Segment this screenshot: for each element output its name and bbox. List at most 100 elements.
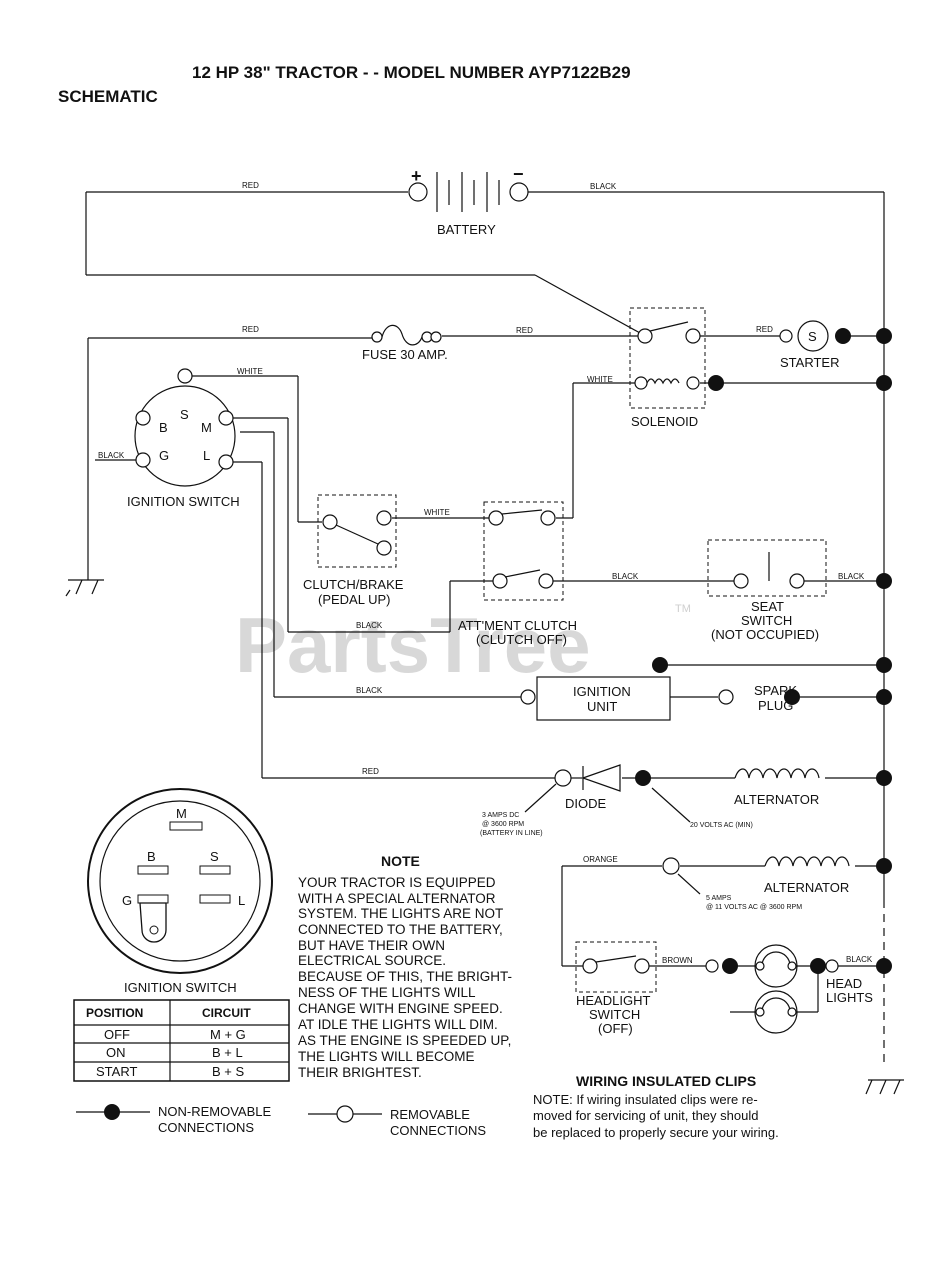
note-line: ELECTRICAL SOURCE. — [298, 953, 446, 968]
starter: S STARTER — [779, 320, 839, 370]
watermark-tm: TM — [675, 603, 691, 615]
wire-label-black-att: BLACK — [612, 572, 639, 581]
wire-label-brown: BROWN — [662, 956, 693, 965]
table-header-position: POSITION — [86, 1006, 143, 1020]
battery-minus: − — [513, 164, 524, 184]
detail-terminal-l: L — [238, 893, 245, 908]
ign-terminal-b: B — [159, 420, 168, 435]
starter-s: S — [808, 329, 817, 344]
wire-label-black-clutch: BLACK — [356, 621, 383, 630]
ground-symbol-left — [65, 579, 104, 597]
clips-title: WIRING INSULATED CLIPS — [576, 1073, 756, 1089]
position-table: POSITION CIRCUIT OFF M + G ON B + L STAR… — [73, 999, 290, 1082]
alternator-1: ALTERNATOR — [734, 768, 820, 807]
detail-title: IGNITION SWITCH — [124, 980, 237, 995]
battery: + − BATTERY — [408, 164, 529, 237]
headlight-switch-label-1: HEADLIGHT — [576, 993, 650, 1008]
note-line: NESS OF THE LIGHTS WILL — [298, 985, 476, 1000]
clutch-brake-switch: CLUTCH/BRAKE (PEDAL UP) — [303, 494, 404, 607]
head-lights-label-1: HEAD — [826, 976, 862, 991]
note-line: AT IDLE THE LIGHTS WILL DIM. — [298, 1017, 498, 1032]
annotation-amps-ac-2: @ 11 VOLTS AC @ 3600 RPM — [706, 904, 802, 911]
detail-terminal-m: M — [176, 806, 187, 821]
seat-switch-label-1: SEAT — [751, 599, 784, 614]
clips-line: be replaced to properly secure your wiri… — [533, 1125, 779, 1140]
wire-label-black-ign: BLACK — [98, 451, 125, 460]
diode: DIODE — [554, 764, 651, 811]
seat-switch-label-2: SWITCH — [741, 613, 792, 628]
attment-clutch-label-1: ATT'MENT CLUTCH — [458, 618, 577, 633]
spark-plug-label-2: PLUG — [758, 698, 793, 713]
wire-label-white-solenoid: WHITE — [587, 375, 613, 384]
table-header-circuit: CIRCUIT — [202, 1006, 251, 1020]
ignition-unit: IGNITION UNIT — [520, 657, 671, 721]
fuse-label: FUSE 30 AMP. — [362, 347, 448, 362]
headlight-switch-label-3: (OFF) — [598, 1021, 633, 1036]
wire-label-red-battery: RED — [242, 181, 259, 190]
table-cell: ON — [106, 1045, 126, 1060]
attment-clutch-label-2: (CLUTCH OFF) — [476, 632, 567, 647]
note-line: THE LIGHTS WILL BECOME — [298, 1049, 475, 1064]
note-line: CONNECTED TO THE BATTERY, — [298, 922, 503, 937]
fuse: FUSE 30 AMP. — [362, 324, 448, 362]
ignition-switch-detail: M B S G L IGNITION SWITCH — [87, 788, 273, 995]
table-cell: M + G — [210, 1027, 246, 1042]
page-title: 12 HP 38" TRACTOR - - MODEL NUMBER AYP71… — [192, 63, 631, 82]
legend-non-removable-1: NON-REMOVABLE — [158, 1104, 271, 1119]
attment-clutch-switch: ATT'MENT CLUTCH (CLUTCH OFF) — [458, 501, 577, 647]
wires — [85, 191, 885, 1066]
table-cell: B + S — [212, 1064, 244, 1079]
ignition-switch-label: IGNITION SWITCH — [127, 494, 240, 509]
solenoid: SOLENOID — [629, 307, 706, 429]
annotation-amps-dc-2: @ 3600 RPM — [482, 821, 524, 828]
annotation-volts-ac: 20 VOLTS AC (MIN) — [690, 822, 753, 829]
wire-label-black-lights: BLACK — [846, 955, 873, 964]
starter-label: STARTER — [780, 355, 839, 370]
note-line: CHANGE WITH ENGINE SPEED. — [298, 1001, 503, 1016]
wire-label-orange: ORANGE — [583, 855, 618, 864]
note-line: THEIR BRIGHTEST. — [298, 1065, 422, 1080]
head-lights-label-2: LIGHTS — [826, 990, 873, 1005]
note-line: AS THE ENGINE IS SPEEDED UP, — [298, 1033, 511, 1048]
ignition-switch: S B M G L IGNITION SWITCH — [127, 368, 240, 509]
annotation-amps-dc-1: 3 AMPS DC — [482, 812, 519, 819]
clutch-brake-label-2: (PEDAL UP) — [318, 592, 390, 607]
alternator-2-label: ALTERNATOR — [764, 880, 849, 895]
legend: NON-REMOVABLE CONNECTIONS REMOVABLE CONN… — [76, 1104, 486, 1138]
spark-plug: SPARK PLUG — [718, 683, 800, 713]
wire-label-red-diode: RED — [362, 767, 379, 776]
wire-label-white-mid: WHITE — [424, 508, 450, 517]
note-line: BUT HAVE THEIR OWN — [298, 938, 445, 953]
seat-switch-label-3: (NOT OCCUPIED) — [711, 627, 819, 642]
annotation-amps-dc-3: (BATTERY IN LINE) — [480, 830, 543, 837]
wire-label-red-fuse-left: RED — [242, 325, 259, 334]
ign-terminal-m: M — [201, 420, 212, 435]
note-block: NOTE YOUR TRACTOR IS EQUIPPED WITH A SPE… — [298, 853, 512, 1080]
detail-terminal-b: B — [147, 849, 156, 864]
clutch-brake-label-1: CLUTCH/BRAKE — [303, 577, 404, 592]
wire-label-white-top: WHITE — [237, 367, 263, 376]
note-line: SYSTEM. THE LIGHTS ARE NOT — [298, 906, 503, 921]
annotation-amps-ac-1: 5 AMPS — [706, 895, 732, 902]
legend-non-removable-2: CONNECTIONS — [158, 1120, 254, 1135]
page-subtitle: SCHEMATIC — [58, 87, 158, 106]
table-cell: OFF — [104, 1027, 130, 1042]
note-title: NOTE — [381, 853, 420, 869]
solenoid-label: SOLENOID — [631, 414, 698, 429]
seat-switch: SEAT SWITCH (NOT OCCUPIED) — [707, 539, 827, 642]
wire-label-black-battery: BLACK — [590, 182, 617, 191]
headlight-switch-label-2: SWITCH — [589, 1007, 640, 1022]
wire-label-black-seat: BLACK — [838, 572, 865, 581]
detail-terminal-s: S — [210, 849, 219, 864]
spark-plug-label-1: SPARK — [754, 683, 797, 698]
ign-terminal-g: G — [159, 448, 169, 463]
wire-label-red-fuse-right: RED — [516, 326, 533, 335]
ign-terminal-l: L — [203, 448, 210, 463]
ground-symbol-right — [865, 1079, 904, 1095]
legend-removable-1: REMOVABLE — [390, 1107, 470, 1122]
diode-label: DIODE — [565, 796, 607, 811]
note-line: WITH A SPECIAL ALTERNATOR — [298, 891, 496, 906]
table-cell: B + L — [212, 1045, 243, 1060]
